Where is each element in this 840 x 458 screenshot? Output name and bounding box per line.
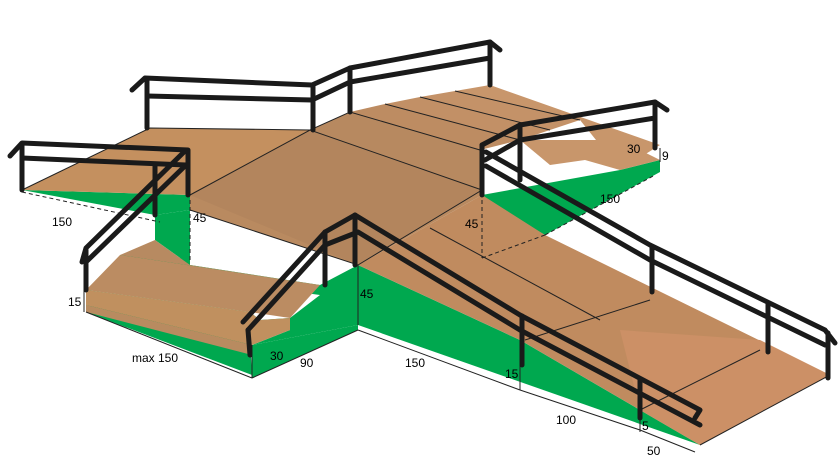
back-platform [310,112,482,190]
dim-stairs-width: max 150 [132,351,178,365]
back-step-1 [350,104,520,150]
dim-right-ramp-length: 150 [600,192,620,206]
handrail-left [7,140,191,198]
front-ramp-side [358,265,700,445]
stair-tread-2 [86,290,290,345]
dim-front-ramp-length: 150 [405,356,425,370]
dim-end-height: 5 [642,419,649,433]
handrail-right [479,99,670,148]
stair-tread-3 [86,305,252,355]
dim-step-height-left: 15 [68,295,82,309]
left-ramp-surface [22,128,310,195]
dim-back-step-depth: 30 [627,142,641,156]
back-step-notch [520,140,660,170]
dim-step-depth-front: 30 [270,349,284,363]
stairs-front-side [252,325,358,378]
handrail-back-lower [144,55,493,103]
dim-right-height: 45 [465,217,479,231]
dim-front-ramp-height: 15 [505,367,519,381]
left-ramp-side [22,190,190,215]
central-platform-main [190,130,482,265]
dim-left-platform-height: 45 [193,211,207,225]
dim-stairs-front-depth: 90 [300,356,314,370]
handrail-left-stairs-lower [83,162,189,265]
stair-tread-1 [120,240,320,285]
handrail-front-stairs [240,212,703,421]
left-platform-side [155,210,190,265]
dim-end-width: 50 [647,444,661,458]
handrail-left-lower [19,155,189,168]
dim-center-height: 45 [360,287,374,301]
dim-rail-extension: 100 [556,413,576,427]
dim-left-ramp-length: 150 [52,215,72,229]
front-ramp-lower [620,330,830,445]
stairs-right-side [252,265,358,345]
dim-back-step-height: 9 [662,149,669,163]
handrail-front-stairs-lower [245,229,703,428]
